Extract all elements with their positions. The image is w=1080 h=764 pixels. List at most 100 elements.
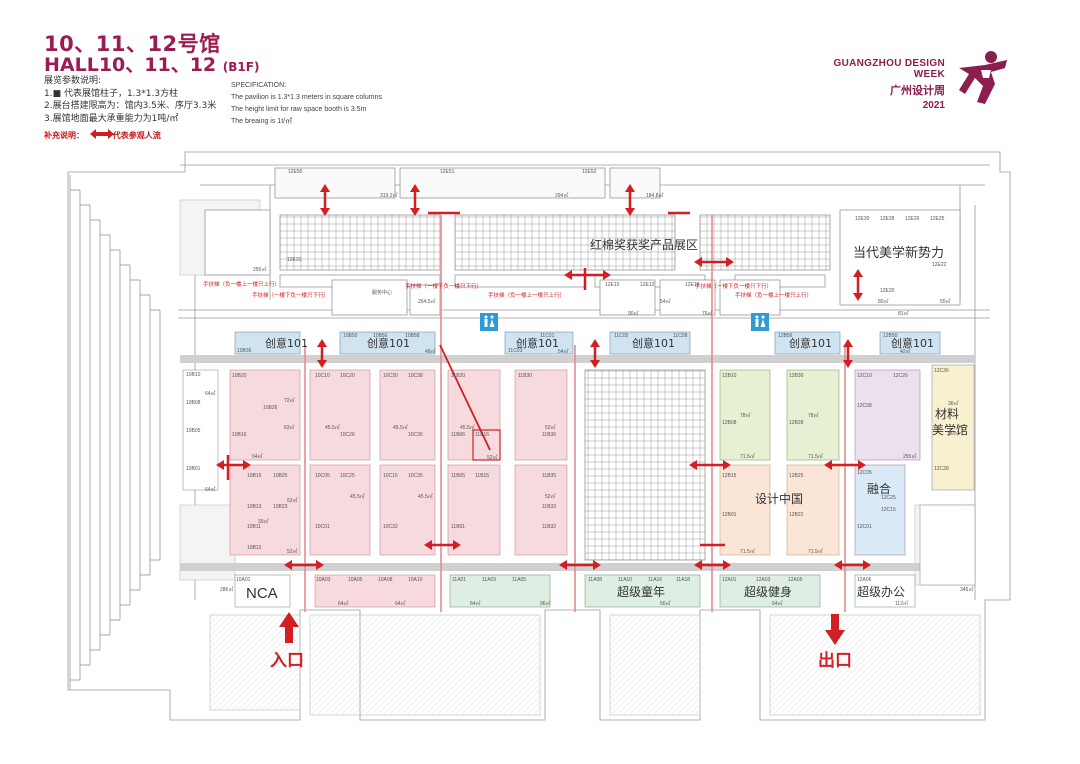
restroom-icon — [480, 313, 498, 331]
booth-area: 64㎡ — [772, 601, 783, 607]
booth-area: 63㎡ — [284, 425, 295, 431]
booth-code: 12C01 — [857, 524, 872, 530]
booth-code: 11B16 — [475, 432, 490, 438]
booth-area: 345㎡ — [960, 587, 974, 593]
booth-code: 12C28 — [934, 466, 949, 472]
booth-area: 60㎡ — [948, 431, 959, 437]
highlighted-booth — [472, 429, 501, 461]
booth-code: 12E10 — [605, 282, 620, 288]
booth-code: 12B25 — [789, 473, 804, 479]
booth-code: 10C15 — [383, 473, 398, 479]
booth-area: 184.8㎡ — [646, 193, 664, 199]
booth-code: 10B13 — [247, 504, 262, 510]
spec-cn-line: 2.展台搭建限高为：馆内3.5米、序厅3.3米 — [44, 101, 217, 111]
booth-area: 96㎡ — [540, 601, 551, 607]
booth-area: 78㎡ — [808, 413, 819, 419]
booth-code: 12B15 — [722, 473, 737, 479]
booth-area: 90㎡ — [628, 311, 639, 317]
supplement-text: 代表参观人流 — [112, 131, 161, 140]
booth-code: 10C38 — [408, 373, 423, 379]
booth-code: 10B26 — [263, 405, 278, 411]
booth-area: 72㎡ — [284, 398, 295, 404]
booth-area: 112㎡ — [895, 601, 908, 607]
booth-code: 11B32 — [542, 524, 557, 530]
booth-code: 11B20 — [451, 373, 466, 379]
booth-code: 12C08 — [857, 403, 872, 409]
booth-area: 52㎡ — [287, 549, 298, 555]
zone-chuangyi-5: 创意101 — [789, 337, 832, 350]
booth-code: 11B33 — [542, 504, 557, 510]
zone-chuangyi-6: 创意101 — [891, 337, 934, 350]
zone-chuangyi-2: 创意101 — [367, 337, 410, 350]
flow-arrows — [216, 184, 871, 570]
booth-code: 12E30 — [855, 216, 870, 222]
booth-code: 10B05 — [186, 428, 201, 434]
booth-area: 294㎡ — [555, 193, 569, 199]
booth-code: 11B06 — [451, 432, 466, 438]
booth-code: 12E28 — [880, 216, 895, 222]
booth-area: 45.5㎡ — [460, 425, 475, 431]
zone-hongmian: 红棉奖获奖产品展区 — [590, 238, 699, 252]
zone-cailiao-2: 美学馆 — [932, 423, 969, 437]
booth-code: 11B30 — [518, 373, 533, 379]
booth-code: 12C26 — [893, 373, 908, 379]
booth-area: 42㎡ — [900, 349, 911, 355]
supplement-label: 补充说明： — [44, 131, 84, 140]
booth-code: 11C03 — [508, 348, 523, 354]
right-booths — [854, 364, 976, 586]
booth-code: 10B23 — [273, 504, 288, 510]
exit-arrow — [825, 614, 845, 645]
booth-code: 12B28 — [789, 420, 804, 426]
booth-code: 12C15 — [881, 507, 896, 513]
top-booth-strip — [204, 167, 961, 316]
service-label: 服务中心 — [372, 290, 393, 296]
booth-area: 48㎡ — [425, 349, 436, 355]
booth-code: 10C35 — [408, 473, 423, 479]
booth-area: 54㎡ — [660, 299, 671, 305]
booth-code: 10C20 — [340, 373, 355, 379]
booth-area: 78㎡ — [740, 413, 751, 419]
booth-area: 264.5㎡ — [418, 299, 436, 305]
booth-code: 10B50 — [343, 333, 358, 339]
exit-label: 出口 — [818, 651, 852, 671]
booth-code: 12C10 — [857, 373, 872, 379]
booth-area: 76㎡ — [702, 311, 713, 317]
spec-en-line: The pavilion is 1.3*1.3 meters in square… — [231, 94, 382, 101]
zone-chuangyi-4: 创意101 — [632, 337, 675, 350]
zone-dangdai: 当代美学新势力 — [853, 246, 945, 261]
booth-area: 36㎡ — [948, 401, 959, 407]
left-stair-structure — [69, 175, 161, 690]
entrance-label: 入口 — [270, 651, 304, 671]
floor-label: (B1F) — [222, 60, 260, 74]
hall-code: HALL10、11、12 — [44, 54, 217, 76]
booth-code: 11A01 — [452, 577, 467, 583]
escalator-label: 手扶梯（一楼下负一楼只下行） — [252, 293, 330, 299]
brand-name-cn: 广州设计周 — [890, 85, 945, 97]
booth-code: 10B11 — [247, 524, 262, 530]
spec-en-line: The height limit for raw space booth is … — [231, 106, 367, 113]
spec-en-line: The breaing is 1t/㎡ — [231, 118, 293, 125]
booth-code: 12E51 — [440, 169, 455, 175]
booth-area: 45.5㎡ — [393, 425, 408, 431]
booth-area: 52㎡ — [487, 455, 498, 461]
booth-area: 255㎡ — [903, 454, 917, 460]
booth-code: 11A16 — [648, 577, 663, 583]
column-bars — [180, 355, 975, 571]
booth-code: 11B36 — [542, 432, 557, 438]
zone-jianshen: 超级健身 — [744, 585, 793, 599]
booth-code: 10C01 — [315, 524, 330, 530]
booth-area: 52㎡ — [545, 494, 556, 500]
booth-code: 12B50 — [883, 333, 898, 339]
booth-code: 12C05 — [857, 470, 872, 476]
legend-flow-arrow — [90, 129, 114, 139]
booth-code: 11B35 — [542, 473, 557, 479]
spec-en-heading: SPECIFICATION: — [231, 82, 287, 89]
booth-area: 71.5㎡ — [740, 454, 755, 460]
booth-code: 12E16 — [685, 282, 700, 288]
booth-code: 12C36 — [934, 368, 949, 374]
lower-row-booths — [234, 574, 916, 608]
booth-code: 12A03 — [756, 577, 771, 583]
booth-code: 10B01 — [186, 466, 201, 472]
booth-code: 11C01 — [540, 333, 555, 339]
booth-code: 12E12 — [640, 282, 655, 288]
